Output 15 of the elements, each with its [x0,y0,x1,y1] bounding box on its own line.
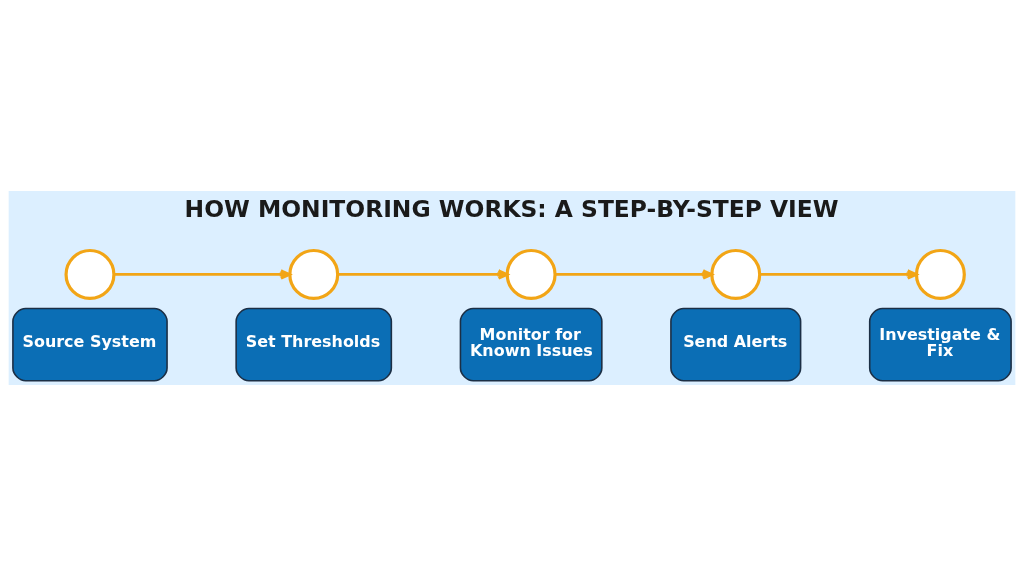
node-box: Set Thresholds [235,307,393,382]
arrow [337,269,509,280]
arrow [555,269,714,280]
arrow [113,269,291,280]
node-circle [914,248,966,300]
node-circle [288,248,340,300]
node-box: Investigate & Fix [868,307,1012,382]
node-box: Send Alerts [670,307,802,382]
diagram-title: HOW MONITORING WORKS: A STEP-BY-STEP VIEW [184,195,839,224]
node-circle [710,248,762,300]
node-box: Source System [12,307,168,382]
node-circle [64,248,116,300]
arrow [760,269,918,280]
node-circle [505,248,557,300]
node-box: Monitor for Known Issues [459,307,603,382]
